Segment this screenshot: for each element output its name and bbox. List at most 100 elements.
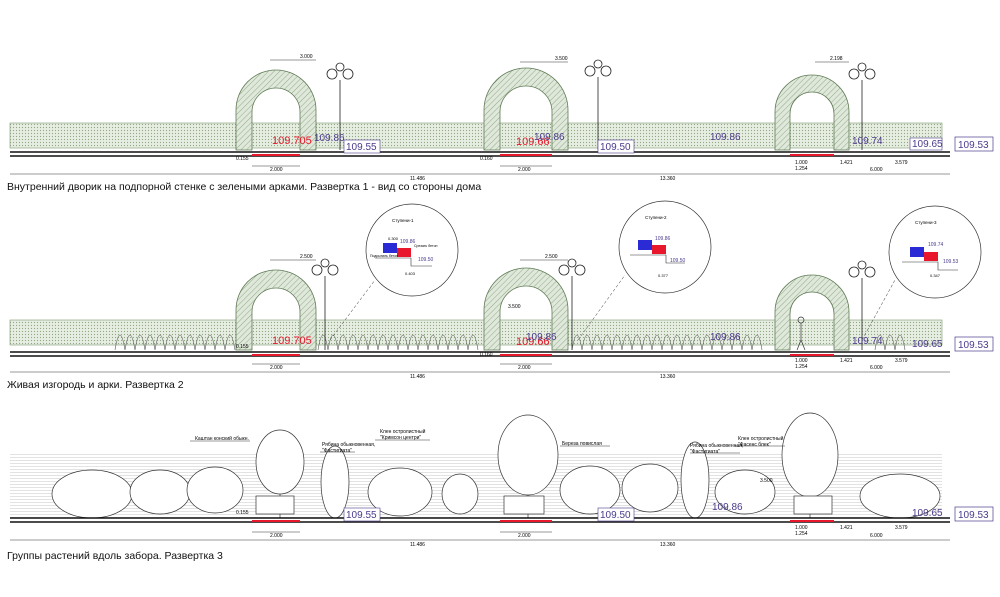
dimension-label: 2.198 xyxy=(830,56,843,62)
arch-2 xyxy=(483,267,569,351)
dimension-label: 0.160 xyxy=(480,156,493,162)
arch-3 xyxy=(774,274,850,351)
level-mark: 109.65 xyxy=(912,139,943,150)
detail-level: 109.50 xyxy=(670,258,686,264)
plant-label: Береза повислая xyxy=(562,441,602,447)
dimension-label: 2.000 xyxy=(518,365,531,371)
bench-icon xyxy=(255,495,833,515)
detail-dim: 0.300 xyxy=(388,236,399,241)
section-1: 109.705 109.86 109.55 109.66 109.86 109.… xyxy=(9,54,994,182)
dimension-label: 3.500 xyxy=(555,56,568,62)
plant-label: Клен остролистный xyxy=(380,428,426,435)
dimension-label: 2.000 xyxy=(270,167,283,173)
arch-1 xyxy=(235,269,317,351)
dimension-label: 1.000 xyxy=(795,358,808,364)
dimension-label: 13.360 xyxy=(660,542,676,548)
dimension-label: 2.000 xyxy=(518,167,531,173)
detail-circle xyxy=(365,203,459,297)
level-mark: 109.86 xyxy=(526,332,557,343)
dimension-lines xyxy=(10,259,950,373)
dimension-label: 2.500 xyxy=(300,254,313,260)
dimension-label: 0.155 xyxy=(236,344,249,350)
detail-note: Срезать бетон xyxy=(414,244,438,248)
dimension-label: 11.486 xyxy=(410,176,425,182)
dimension-label: 1.000 xyxy=(795,525,808,531)
dimension-label: 1.254 xyxy=(795,364,808,370)
level-box xyxy=(954,506,994,522)
dimension-label: 1.254 xyxy=(795,166,808,172)
plant-label: Рябина обыкновенная, xyxy=(322,442,375,448)
plant-label: Каштан конский обыкн. xyxy=(195,435,249,442)
level-mark: 109.55 xyxy=(346,142,377,153)
level-mark: 109.53 xyxy=(958,510,989,521)
detail-level: 109.53 xyxy=(943,259,959,265)
dimension-label: 13.360 xyxy=(660,374,676,380)
lamp-icon xyxy=(326,59,876,150)
level-mark: 109.705 xyxy=(272,135,312,147)
dimension-label: 13.360 xyxy=(660,176,676,182)
dimension-label: 0.155 xyxy=(236,156,249,162)
dimension-label: 1.254 xyxy=(795,531,808,537)
dimension-label: 2.000 xyxy=(270,365,283,371)
dimension-label: 11.486 xyxy=(410,542,425,548)
level-box xyxy=(954,336,994,352)
dimension-label: 3.579 xyxy=(895,525,908,531)
tree-icon xyxy=(51,412,941,519)
level-mark: 109.66 xyxy=(516,136,550,148)
plant-label: "Фастигиата" xyxy=(690,449,720,455)
level-mark: 109.53 xyxy=(958,340,989,351)
detail-title: Ступени-1 xyxy=(392,218,414,223)
level-mark: 109.74 xyxy=(852,336,883,347)
lamp-icon xyxy=(311,258,876,350)
level-mark: 109.86 xyxy=(712,502,743,513)
detail-callouts: Ступени-1 Ступени-2 Ступени-3 109.86 109… xyxy=(329,200,982,341)
section-2: Ступени-1 Ступени-2 Ступени-3 109.86 109… xyxy=(9,200,994,380)
dimension-label: 3.500 xyxy=(508,304,521,310)
level-mark: 109.66 xyxy=(516,336,550,348)
level-mark: 109.50 xyxy=(600,510,631,521)
level-box xyxy=(597,507,635,522)
dimension-label: 6.000 xyxy=(870,167,883,173)
plant-label: "Фасенс блек" xyxy=(738,442,771,448)
dimension-label: 6.000 xyxy=(870,533,883,539)
detail-level: 109.86 xyxy=(655,236,671,242)
detail-dim: 0.377 xyxy=(658,273,669,278)
detail-dim: 0.347 xyxy=(930,273,941,278)
dimension-label: 1.421 xyxy=(840,525,853,531)
dimension-label: 3.579 xyxy=(895,358,908,364)
person-icon xyxy=(796,316,806,351)
plant-label: "Кримсон центри" xyxy=(380,435,421,441)
level-mark: 109.55 xyxy=(346,510,377,521)
dimension-label: 1.421 xyxy=(840,358,853,364)
dimension-label: 0.160 xyxy=(480,352,493,358)
arch-1 xyxy=(235,69,317,151)
hedge-band xyxy=(9,122,943,149)
dimension-label: 1.421 xyxy=(840,160,853,166)
level-mark: 109.705 xyxy=(272,335,312,347)
detail-level: 109.74 xyxy=(928,242,944,248)
level-mark: 109.86 xyxy=(314,133,345,144)
plant-label: "Фастигиата" xyxy=(322,448,352,454)
arch-3 xyxy=(774,74,850,151)
level-box xyxy=(343,139,381,154)
plant-label: Рябина обыкновенная, xyxy=(690,443,743,449)
dimension-label: 11.486 xyxy=(410,374,425,380)
dimension-label: 6.000 xyxy=(870,365,883,371)
dimension-label: 3.579 xyxy=(895,160,908,166)
plant-label: Клен остролистный xyxy=(738,435,784,442)
dimension-label: 1.000 xyxy=(795,160,808,166)
level-mark: 109.86 xyxy=(710,132,741,143)
dimension-lines xyxy=(10,59,950,175)
level-box xyxy=(343,507,381,522)
level-box xyxy=(954,136,994,152)
detail-note: Подсыпать бетон xyxy=(370,254,398,258)
level-mark: 109.53 xyxy=(958,140,989,151)
dimension-lines xyxy=(10,439,950,541)
detail-level: 109.50 xyxy=(418,257,434,263)
level-mark: 109.65 xyxy=(912,339,943,350)
dimension-label: 2.500 xyxy=(545,254,558,260)
level-mark: 109.50 xyxy=(600,142,631,153)
section-1-caption: Внутренний дворик на подпорной стенке с … xyxy=(7,181,482,193)
dimension-label: 2.000 xyxy=(518,533,531,539)
